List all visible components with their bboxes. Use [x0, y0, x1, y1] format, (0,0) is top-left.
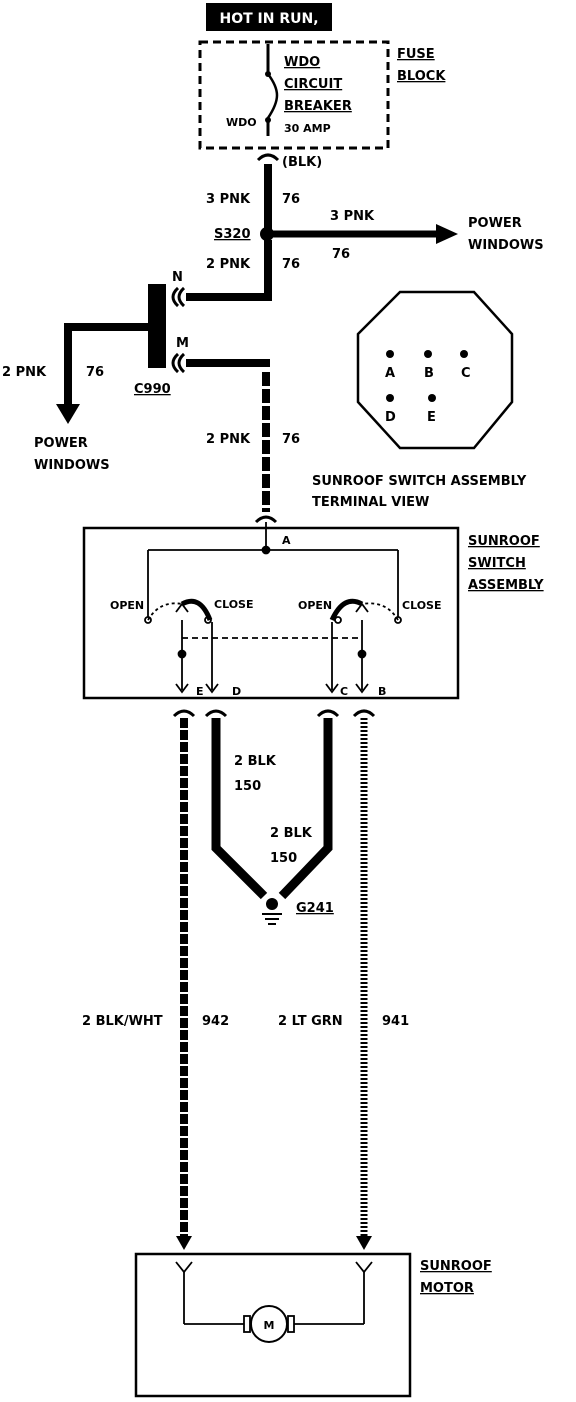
motor-symbol: [250, 1305, 288, 1343]
fuse-block-outline: [198, 40, 390, 150]
wire-150-right: [278, 718, 333, 900]
terminal-view-caption-1: SUNROOF SWITCH ASSEMBLY: [312, 474, 527, 489]
fuse-connector-symbol: [256, 153, 280, 162]
switch-term-a: A: [282, 534, 291, 547]
motor-wire-2-circuit: 941: [382, 1014, 409, 1029]
power-windows-right-arrow: [436, 224, 458, 244]
switch-open-right: OPEN: [298, 599, 332, 612]
wire-942-arrow: [176, 1236, 192, 1250]
switch-term-b: B: [378, 685, 386, 698]
ground-1-gauge: 2 BLK: [234, 754, 277, 769]
breaker-name-2: CIRCUIT: [284, 77, 342, 92]
pin-n-contact: [177, 286, 186, 308]
wire-5-gauge: 2 PNK: [206, 432, 251, 447]
terminal-view-octagon: [356, 290, 514, 450]
power-windows-left-1: POWER: [34, 436, 88, 451]
breaker-terminal-label: WDO: [226, 116, 257, 129]
ground-1-circuit: 150: [234, 779, 261, 794]
hot-in-run-label: HOT IN RUN,: [219, 11, 318, 27]
terminal-pin-c: C: [461, 366, 471, 381]
switch-open-left: OPEN: [110, 599, 144, 612]
motor-label-1: SUNROOF: [420, 1259, 492, 1274]
motor-wire-2-gauge: 2 LT GRN: [278, 1014, 343, 1029]
switch-assembly-label-3: ASSEMBLY: [468, 578, 544, 593]
circuit-breaker-symbol: [265, 44, 279, 136]
breaker-name-3: BREAKER: [284, 99, 352, 114]
switch-term-c: C: [340, 685, 348, 698]
switch-assembly-label-2: SWITCH: [468, 556, 526, 571]
power-windows-right-1: POWER: [468, 216, 522, 231]
switch-internal-wiring: [144, 522, 402, 694]
switch-assembly-label-1: SUNROOF: [468, 534, 540, 549]
power-windows-left-arrow: [56, 404, 80, 424]
switch-term-e: E: [196, 685, 204, 698]
motor-symbol-label: M: [264, 1319, 275, 1332]
motor-label-2: MOTOR: [420, 1281, 474, 1296]
terminal-pin-e: E: [427, 410, 436, 425]
connector-color-label: (BLK): [282, 155, 322, 170]
wire-150-left: [211, 718, 268, 900]
motor-wire-1-gauge: 2 BLK/WHT: [82, 1014, 163, 1029]
pin-m-contact: [177, 352, 186, 374]
fuse-block-label-2: BLOCK: [397, 69, 446, 84]
terminal-pin-b: B: [424, 366, 434, 381]
motor-internal-wiring: [175, 1261, 373, 1333]
switch-assembly-box: [82, 526, 460, 700]
motor-wire-1-circuit: 942: [202, 1014, 229, 1029]
terminal-pin-d: D: [385, 410, 396, 425]
wire-941-arrow: [356, 1236, 372, 1250]
switch-term-d: D: [232, 685, 241, 698]
ground-2-circuit: 150: [270, 851, 297, 866]
fuse-block-label-1: FUSE: [397, 47, 435, 62]
splice-s320-dot: [260, 227, 274, 241]
ground-2-gauge: 2 BLK: [270, 826, 313, 841]
wire-2-circuit: 76: [332, 247, 350, 262]
switch-left-contact: [180, 598, 213, 621]
splice-label: S320: [214, 227, 251, 242]
pin-m-contact-2: [171, 352, 180, 374]
switch-close-left: CLOSE: [214, 598, 253, 611]
wire-4-circuit: 76: [86, 365, 104, 380]
power-windows-left-2: WINDOWS: [34, 458, 110, 473]
switch-right-contact: [329, 598, 364, 622]
wire-2-gauge: 3 PNK: [330, 209, 375, 224]
breaker-name-1: WDO: [284, 55, 320, 70]
wire-4-gauge: 2 PNK: [2, 365, 47, 380]
wire-1-circuit: 76: [282, 192, 300, 207]
ground-label: G241: [296, 901, 334, 916]
terminal-pin-a: A: [385, 366, 395, 381]
connector-c990-block: [148, 284, 166, 368]
hot-in-run-box: [206, 3, 332, 31]
wire-5-circuit: 76: [282, 432, 300, 447]
connector-label: C990: [134, 382, 171, 397]
wire-3-gauge: 2 PNK: [206, 257, 251, 272]
wire-3-circuit: 76: [282, 257, 300, 272]
breaker-rating: 30 AMP: [284, 122, 331, 135]
ground-symbol: [262, 898, 282, 925]
terminal-pins: [386, 350, 468, 402]
terminal-view-caption-2: TERMINAL VIEW: [312, 495, 429, 510]
pin-n-label: N: [172, 270, 183, 285]
pin-m-label: M: [176, 336, 189, 351]
motor-box: [134, 1252, 412, 1398]
pin-n-contact-2: [171, 286, 180, 308]
wire-1-gauge: 3 PNK: [206, 192, 251, 207]
switch-input-connector: [254, 515, 278, 524]
power-windows-right-2: WINDOWS: [468, 238, 544, 253]
switch-output-connectors: [172, 709, 376, 718]
switch-close-right: CLOSE: [402, 599, 441, 612]
